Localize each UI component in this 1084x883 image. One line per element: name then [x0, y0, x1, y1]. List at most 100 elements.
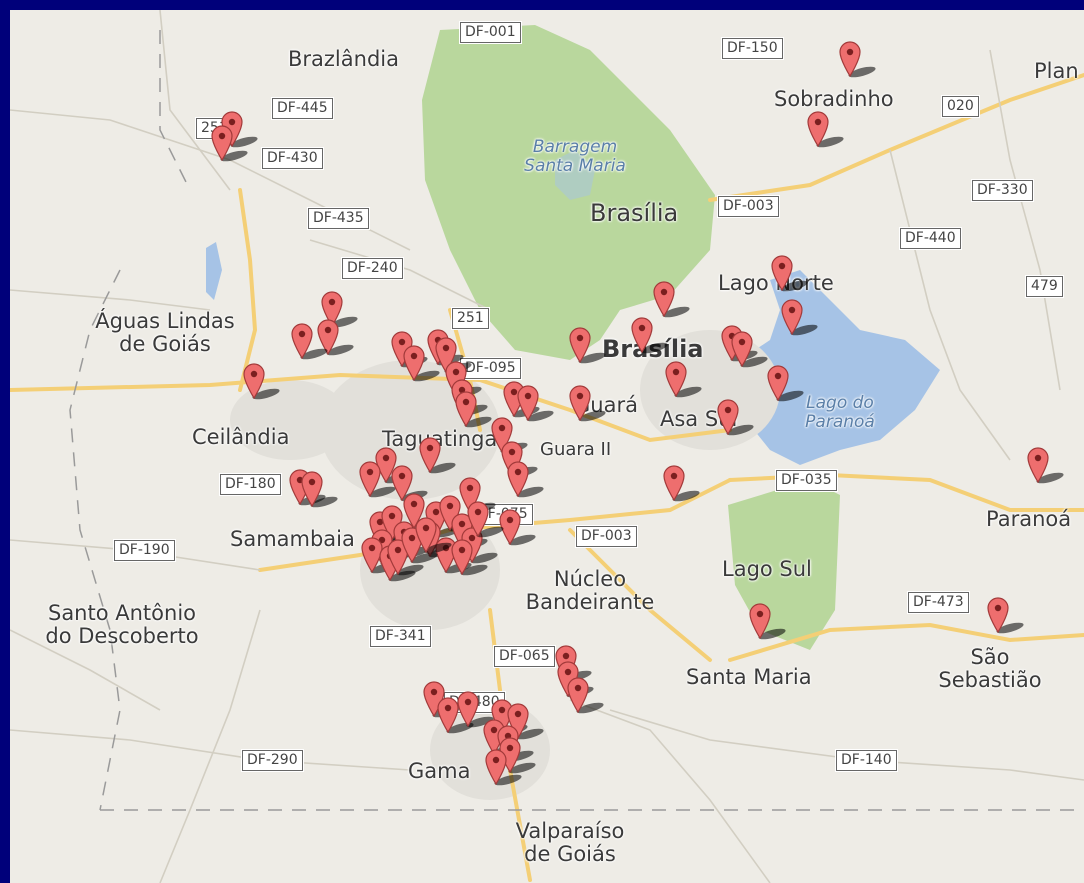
map-pin-icon[interactable]: [506, 460, 546, 502]
map-pin-icon[interactable]: [450, 538, 490, 580]
road-shield-df-150: DF-150: [722, 38, 783, 59]
place-label-lago-norte: Lago Norte: [718, 271, 834, 295]
map-pin-icon[interactable]: [780, 298, 820, 340]
map-pin-icon[interactable]: [484, 748, 524, 790]
water-label-barragem-line2: Santa Maria: [524, 155, 626, 176]
road-shield-df-240: DF-240: [342, 258, 403, 279]
map-pin-icon[interactable]: [454, 390, 494, 432]
map-pin-icon[interactable]: [568, 384, 608, 426]
place-label-santo-antonio-line2: do Descoberto: [45, 624, 199, 649]
map-pin-icon[interactable]: [320, 290, 360, 332]
place-label-nucleo-line1: Núcleo: [553, 567, 627, 591]
road-shield-df-003-north: DF-003: [718, 196, 779, 217]
place-label-sao-line2: Sebastião: [938, 668, 1042, 693]
map-pin-icon[interactable]: [210, 124, 250, 166]
water-label-barragem: Barragem Santa Maria: [500, 138, 650, 175]
map-view[interactable]: Brazlândia Águas Lindas de Goiás Ceilând…: [10, 10, 1084, 883]
road-shield-df-180: DF-180: [220, 474, 281, 495]
road-shield-df-140: DF-140: [836, 750, 897, 771]
state-border: [69, 30, 1084, 811]
map-pin-icon[interactable]: [402, 344, 442, 386]
place-label-sao-line1: São: [970, 645, 1010, 669]
place-label-nucleo-line2: Bandeirante: [525, 590, 655, 615]
place-label-valparaiso-line1: Valparaíso: [515, 819, 625, 843]
map-pin-icon[interactable]: [358, 460, 398, 502]
place-label-nucleo-bandeirante: Núcleo Bandeirante: [510, 567, 670, 615]
map-pin-icon[interactable]: [386, 538, 426, 580]
reservoir-west: [206, 242, 222, 300]
road-shield-df-035: DF-035: [776, 470, 837, 491]
place-label-guara-ii: Guara II: [540, 439, 612, 460]
map-pin-icon[interactable]: [662, 464, 702, 506]
place-label-aguas-lindas-line2: de Goiás: [119, 332, 211, 357]
road-shield-df-430: DF-430: [262, 148, 323, 169]
road-shield-df-435: DF-435: [308, 208, 369, 229]
water-label-lago-paranoa-line1: Lago do: [806, 393, 874, 413]
place-label-valparaiso-line2: de Goiás: [524, 842, 616, 867]
map-pin-icon[interactable]: [1026, 446, 1066, 488]
map-pin-icon[interactable]: [568, 326, 608, 368]
place-label-lago-sul: Lago Sul: [722, 557, 812, 581]
map-pin-icon[interactable]: [716, 398, 756, 440]
road-shield-df-290: DF-290: [242, 750, 303, 771]
map-pin-icon[interactable]: [730, 330, 770, 372]
road-shield-df-330: DF-330: [972, 180, 1033, 201]
secondary-roads: [10, 10, 1084, 883]
water-label-barragem-line1: Barragem: [532, 137, 618, 157]
place-label-samambaia: Samambaia: [230, 527, 355, 551]
map-pin-icon[interactable]: [466, 500, 506, 542]
place-label-brazlandia: Brazlândia: [288, 47, 399, 71]
road-shield-df-003-south: DF-003: [576, 526, 637, 547]
road-shield-020: 020: [942, 96, 979, 117]
road-shield-251-south: 251: [452, 308, 489, 329]
road-shield-df-445: DF-445: [272, 98, 333, 119]
map-pin-icon[interactable]: [290, 322, 330, 364]
place-label-santa-maria: Santa Maria: [686, 665, 812, 689]
water-label-lago-paranoa-line2: Paranoá: [805, 411, 875, 432]
map-pin-icon[interactable]: [630, 316, 670, 358]
place-label-santo-antonio: Santo Antônio do Descoberto: [22, 601, 222, 649]
road-shield-479: 479: [1026, 276, 1063, 297]
map-pin-icon[interactable]: [770, 254, 810, 296]
place-label-sao-sebastiao: São Sebastião: [930, 645, 1050, 693]
map-pin-icon[interactable]: [652, 280, 692, 322]
road-shield-df-190: DF-190: [114, 540, 175, 561]
map-pin-icon[interactable]: [766, 364, 806, 406]
map-pin-icon[interactable]: [516, 384, 556, 426]
road-shield-df-095: DF-095: [460, 358, 521, 379]
place-label-taguatinga: Taguatinga: [382, 427, 498, 451]
map-pin-icon[interactable]: [300, 470, 340, 512]
map-pin-icon[interactable]: [566, 676, 606, 718]
place-label-planaltina: Plan: [1034, 59, 1079, 83]
lake-barragem: [555, 150, 595, 200]
water-label-lago-paranoa: Lago do Paranoá: [790, 394, 890, 431]
place-label-aguas-lindas: Águas Lindas de Goiás: [80, 309, 250, 357]
map-pin-icon[interactable]: [400, 526, 440, 568]
map-pin-icon[interactable]: [456, 690, 496, 732]
map-pin-icon[interactable]: [806, 110, 846, 152]
map-pin-icon[interactable]: [414, 516, 454, 558]
map-pin-icon[interactable]: [498, 508, 538, 550]
map-pin-icon[interactable]: [838, 40, 878, 82]
road-shield-df-473: DF-473: [908, 592, 969, 613]
place-label-gama: Gama: [408, 759, 471, 783]
place-label-valparaiso: Valparaíso de Goiás: [490, 819, 650, 867]
map-pin-icon[interactable]: [748, 602, 788, 644]
map-pin-icon[interactable]: [506, 702, 546, 744]
map-pin-icon[interactable]: [242, 362, 282, 404]
road-shield-df-341: DF-341: [370, 626, 431, 647]
place-label-sobradinho: Sobradinho: [774, 87, 894, 111]
place-label-paranoa: Paranoá: [986, 507, 1072, 531]
road-shield-df-440: DF-440: [900, 228, 961, 249]
map-pin-icon[interactable]: [316, 318, 356, 360]
road-shield-df-065: DF-065: [494, 646, 555, 667]
place-label-ceilandia: Ceilândia: [192, 425, 290, 449]
map-pin-icon[interactable]: [986, 596, 1026, 638]
place-label-santo-antonio-line1: Santo Antônio: [47, 601, 196, 625]
road-shield-df-001: DF-001: [460, 22, 521, 43]
place-label-brasilia: Brasília: [590, 199, 679, 227]
map-pin-icon[interactable]: [418, 436, 458, 478]
map-pin-icon[interactable]: [664, 360, 704, 402]
place-label-aguas-lindas-line1: Águas Lindas: [95, 309, 235, 333]
